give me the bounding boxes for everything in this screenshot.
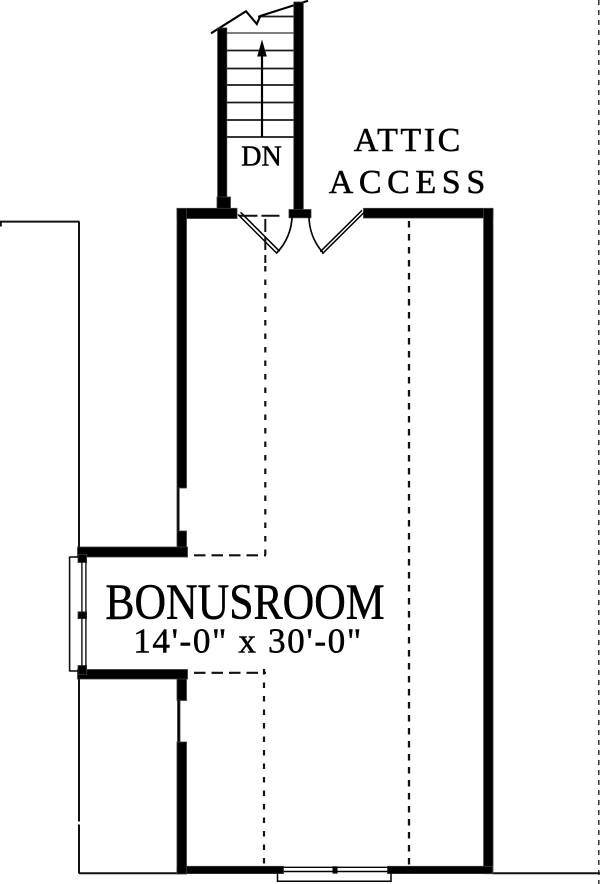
svg-text:DN: DN	[241, 142, 281, 173]
svg-text:BONUSROOM: BONUSROOM	[105, 575, 384, 631]
svg-text:ACCESS: ACCESS	[329, 164, 491, 201]
svg-text:ATTIC: ATTIC	[354, 122, 463, 159]
svg-text:14'-0" x 30'-0": 14'-0" x 30'-0"	[133, 622, 363, 661]
